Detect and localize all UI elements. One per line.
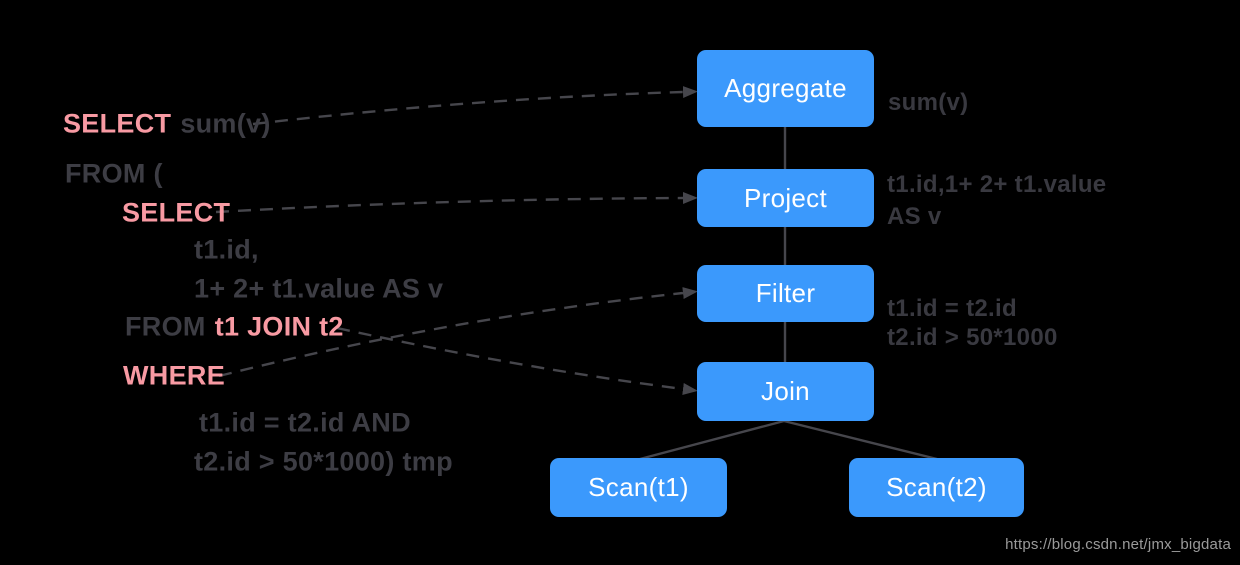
- sql-keyword-where: WHERE: [123, 360, 225, 391]
- sql-keyword-select-inner: SELECT: [122, 197, 231, 228]
- sql-line-cond2: t2.id > 50*1000) tmp: [194, 447, 453, 478]
- plan-node-join-label: Join: [761, 376, 810, 406]
- sql-line-proj-col2: 1+ 2+ t1.value AS v: [194, 274, 443, 305]
- plan-node-scan-t1: Scan(t1): [550, 458, 727, 517]
- sql-proj-col1: t1.id,: [194, 234, 259, 265]
- sql-line-proj-col1: t1.id,: [194, 235, 259, 266]
- sql-line-outer-select: SELECT sum(v): [63, 109, 271, 140]
- plan-node-scan-t1-label: Scan(t1): [588, 472, 689, 502]
- edge-join-scan-t2: [783, 419, 938, 461]
- sql-line-cond1: t1.id = t2.id AND: [199, 408, 411, 439]
- annotation-filter-line2: t2.id > 50*1000: [887, 324, 1058, 351]
- plan-node-join: Join: [697, 362, 874, 421]
- sql-line-where: WHERE: [123, 361, 225, 392]
- sql-cond2: t2.id > 50*1000) tmp: [194, 446, 453, 477]
- sql-join-tables: t1 JOIN t2: [214, 311, 344, 342]
- arrow-select-to-project: [215, 192, 698, 214]
- sql-cond1: t1.id = t2.id AND: [199, 407, 411, 438]
- plan-node-project: Project: [697, 169, 874, 227]
- plan-node-filter: Filter: [697, 265, 874, 322]
- annotation-aggregate-text: sum(v): [888, 89, 969, 116]
- sql-proj-col2: 1+ 2+ t1.value AS v: [194, 273, 444, 304]
- annotation-project-line1: t1.id,1+ 2+ t1.value: [887, 171, 1107, 198]
- plan-node-aggregate-label: Aggregate: [724, 73, 847, 103]
- annotation-filter: t1.id = t2.id t2.id > 50*1000: [887, 294, 1058, 352]
- arrow-where-to-filter: [218, 287, 698, 378]
- annotation-aggregate: sum(v): [888, 89, 968, 117]
- plan-node-scan-t2: Scan(t2): [849, 458, 1024, 517]
- sql-from2: FROM: [125, 311, 206, 342]
- sql-line-inner-select: SELECT: [122, 198, 230, 229]
- plan-node-filter-label: Filter: [755, 278, 816, 308]
- sql-from-open: FROM (: [65, 158, 163, 189]
- plan-node-project-label: Project: [743, 182, 828, 213]
- annotation-project: t1.id,1+ 2+ t1.value AS v: [887, 169, 1106, 233]
- annotation-project-line2: AS v: [887, 203, 942, 230]
- arrow-select-to-aggregate: [252, 86, 698, 126]
- watermark-url: https://blog.csdn.net/jmx_bigdata: [1005, 536, 1231, 553]
- annotation-filter-line1: t1.id = t2.id: [887, 295, 1017, 322]
- plan-node-aggregate: Aggregate: [697, 50, 874, 127]
- arrow-join-clause-to-join: [336, 326, 698, 395]
- sql-select-args: sum(v): [180, 108, 271, 139]
- edge-join-scan-t1: [639, 419, 785, 461]
- sql-line-inner-from: FROM t1 JOIN t2: [125, 312, 344, 343]
- plan-node-scan-t2-label: Scan(t2): [886, 472, 987, 502]
- sql-keyword-select: SELECT: [63, 108, 172, 139]
- sql-line-from-open: FROM (: [65, 159, 163, 190]
